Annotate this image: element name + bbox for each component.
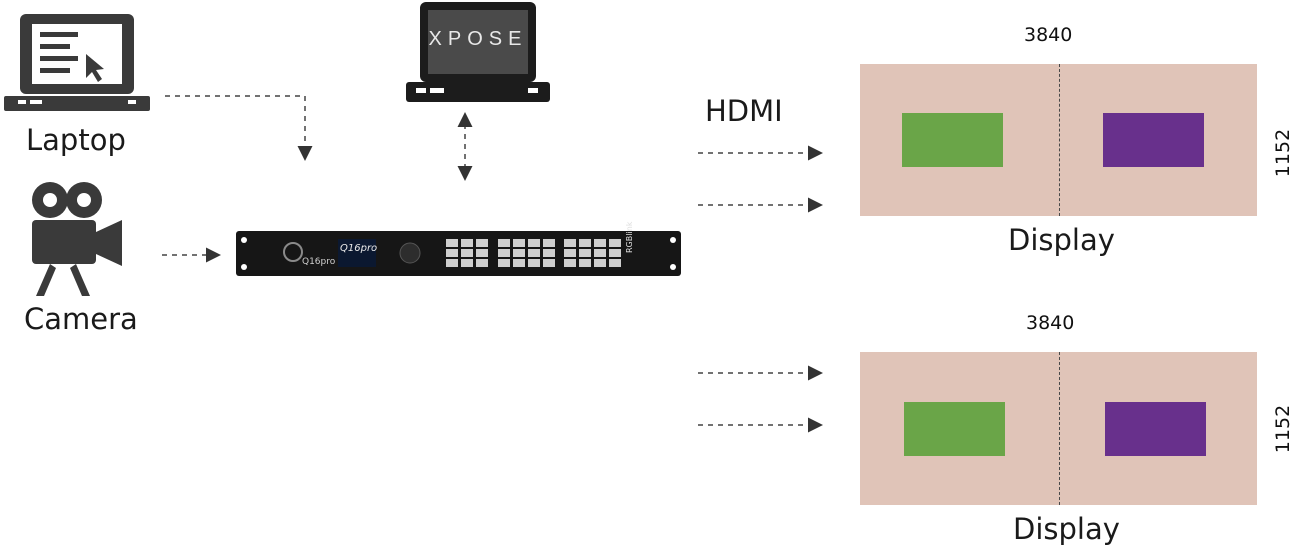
display-label: Display [1008, 223, 1115, 257]
camera-label: Camera [24, 302, 138, 336]
lcd-text: Q16pro [340, 243, 378, 254]
xpose-logo: XPOSE [428, 28, 528, 50]
display-height-label: 1152 [1272, 128, 1294, 178]
display-width-label: 3840 [1024, 24, 1073, 46]
laptop-label: Laptop [26, 123, 126, 157]
laptop-icon [4, 14, 150, 111]
hdmi-label: HDMI [705, 94, 783, 128]
model-badge: Q16pro [302, 257, 336, 267]
window-right [1105, 402, 1206, 456]
display-height-label: 1152 [1272, 404, 1294, 454]
control-laptop: XPOSE [406, 2, 550, 102]
display-label: Display [1013, 512, 1120, 546]
video-processor-icon [236, 231, 681, 276]
laptop-source [4, 12, 150, 117]
video-camera-icon [32, 182, 122, 296]
display-panel [860, 64, 1257, 216]
video-processor: Q16pro Q16pro RGBlink [236, 222, 681, 276]
split-divider [1059, 64, 1060, 216]
display-panel [860, 352, 1257, 505]
split-divider [1059, 352, 1060, 505]
window-left [904, 402, 1005, 456]
window-right [1103, 113, 1204, 167]
display-width-label: 3840 [1026, 312, 1075, 334]
arrow-laptop-to-processor [165, 95, 313, 161]
camera-source [30, 180, 126, 298]
window-left [902, 113, 1003, 167]
laptop-icon [406, 2, 550, 102]
